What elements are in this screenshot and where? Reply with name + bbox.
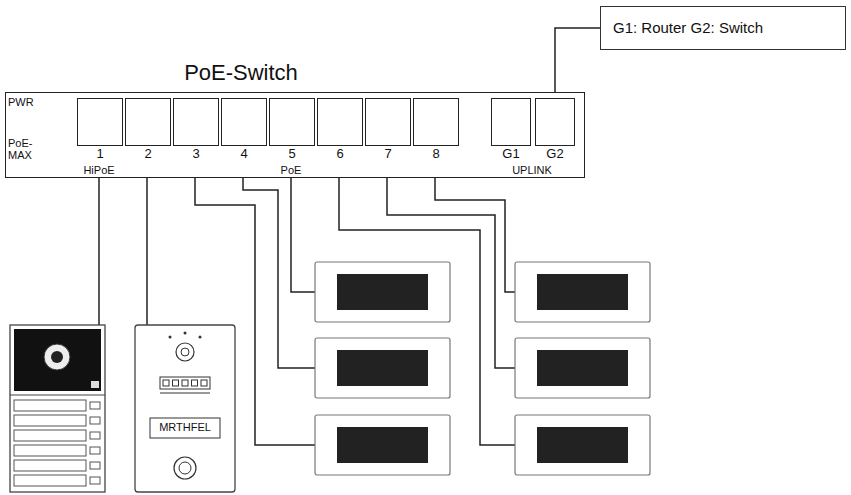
illustration — [515, 338, 650, 398]
callout-text: G1: Router G2: Switch — [613, 19, 763, 37]
door-station — [201, 380, 207, 386]
door-station — [173, 380, 179, 386]
illustration — [315, 262, 450, 322]
network-cable — [146, 178, 148, 325]
door-station — [90, 402, 100, 409]
door-station — [14, 329, 101, 391]
device-title: PoE-Switch — [151, 60, 331, 86]
port-number: 8 — [414, 147, 458, 161]
port-number: 4 — [222, 147, 266, 161]
door-station — [90, 417, 100, 424]
ethernet-port: 1 — [77, 98, 123, 146]
illustration — [315, 415, 450, 475]
brand-label: MRTHFEL — [159, 421, 211, 433]
door-station — [51, 351, 63, 363]
door-station — [90, 432, 100, 439]
ethernet-port: 6 — [317, 98, 363, 146]
ethernet-port: 4 — [221, 98, 267, 146]
network-cable — [243, 178, 315, 368]
door-station — [150, 418, 220, 438]
illustration — [315, 338, 450, 398]
door-station — [169, 336, 172, 339]
door-station — [160, 377, 210, 389]
door-station — [90, 447, 100, 454]
port-number: G1 — [492, 147, 530, 161]
port-number: G2 — [536, 147, 574, 161]
door-station — [10, 325, 105, 492]
led-label: PoE- MAX — [8, 137, 42, 161]
port-group-label: UPLINK — [509, 164, 555, 176]
door-station — [14, 460, 86, 471]
door-station — [135, 325, 235, 492]
network-cable — [291, 178, 315, 292]
port-number: 2 — [126, 147, 170, 161]
illustration — [515, 262, 650, 322]
port-number: 5 — [270, 147, 314, 161]
door-station — [10, 395, 105, 396]
door-station — [184, 332, 187, 335]
ethernet-port: 5 — [269, 98, 315, 146]
door-station — [14, 430, 86, 441]
ethernet-port: 7 — [365, 98, 411, 146]
network-cable — [98, 178, 100, 325]
ethernet-port: 3 — [173, 98, 219, 146]
door-station — [199, 336, 202, 339]
port-number: 7 — [366, 147, 410, 161]
led-label: PWR — [8, 96, 34, 108]
door-station — [14, 400, 100, 486]
door-station — [90, 477, 100, 484]
door-station — [163, 380, 169, 386]
leader-line — [555, 28, 600, 98]
door-station — [10, 325, 105, 492]
door-station — [181, 348, 189, 356]
port-number: 6 — [318, 147, 362, 161]
door-station — [182, 380, 188, 386]
door-station — [135, 325, 235, 492]
ethernet-port: 8 — [413, 98, 459, 146]
door-station — [14, 415, 86, 426]
ethernet-port: G1 — [491, 98, 531, 146]
door-station — [160, 393, 210, 394]
door-station — [44, 344, 70, 370]
door-station — [163, 380, 207, 386]
door-station — [192, 380, 198, 386]
ethernet-port: G2 — [535, 98, 575, 146]
door-station — [179, 462, 191, 474]
door-station — [14, 445, 86, 456]
ethernet-port: 2 — [125, 98, 171, 146]
port-number: 3 — [174, 147, 218, 161]
door-station — [91, 381, 99, 388]
door-station — [14, 400, 86, 411]
port-number: 1 — [78, 147, 122, 161]
door-station — [174, 457, 196, 479]
door-station — [90, 462, 100, 469]
callout-box: G1: Router G2: Switch — [600, 6, 846, 50]
port-group-label: PoE — [278, 164, 305, 176]
port-group-label: HiPoE — [80, 164, 117, 176]
door-station — [176, 343, 194, 361]
door-station — [14, 475, 86, 486]
illustration — [515, 415, 650, 475]
